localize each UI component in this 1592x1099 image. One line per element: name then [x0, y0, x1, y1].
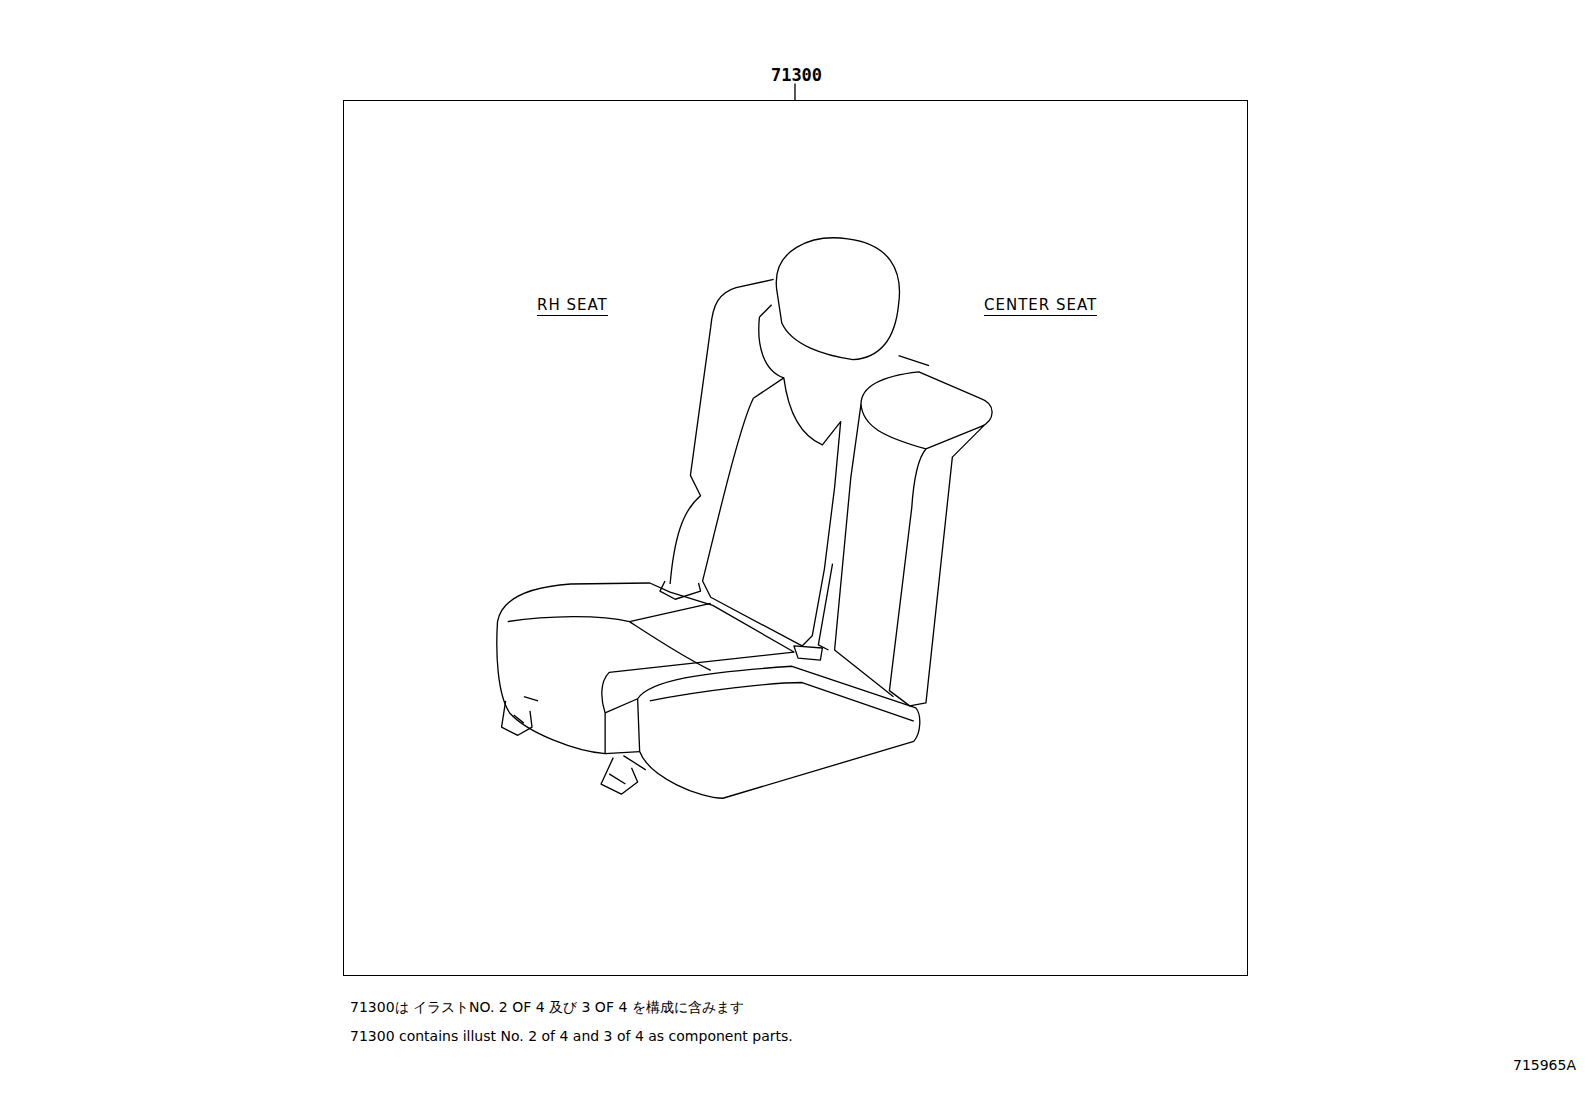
headrest [776, 238, 899, 360]
assembly-box: 71300RH SEATCENTER SEAT [343, 100, 1248, 976]
seat-label: CENTER SEAT [984, 296, 1097, 316]
seat-label: RH SEAT [537, 296, 608, 316]
leader-line [794, 83, 795, 100]
center-back [861, 404, 926, 449]
part-number: 71300 [771, 65, 822, 85]
seat-cushion [605, 752, 640, 754]
center-back [861, 372, 992, 706]
seatbelt-buckle [794, 646, 822, 660]
seat-cushion [650, 683, 914, 722]
back-cushion [703, 317, 841, 646]
center-back [835, 404, 894, 696]
seat-leg [601, 756, 646, 795]
figure-number: 715965A [1513, 1057, 1576, 1073]
center-back [818, 564, 832, 650]
seat-cushion [508, 617, 711, 671]
seat-cushion [605, 699, 637, 713]
seat-cushion [629, 603, 710, 621]
note-text: 71300 contains illust No. 2 of 4 and 3 o… [350, 1028, 793, 1044]
note-text: 71300は イラストNO. 2 OF 4 及び 3 OF 4 を構成に含みます [350, 999, 744, 1017]
seat-cushion [497, 583, 794, 754]
seat-cushion [638, 666, 920, 798]
seat-back-side [899, 356, 929, 366]
seat-leg [502, 697, 539, 736]
back-cushion [759, 305, 771, 317]
seat-back [670, 279, 774, 584]
